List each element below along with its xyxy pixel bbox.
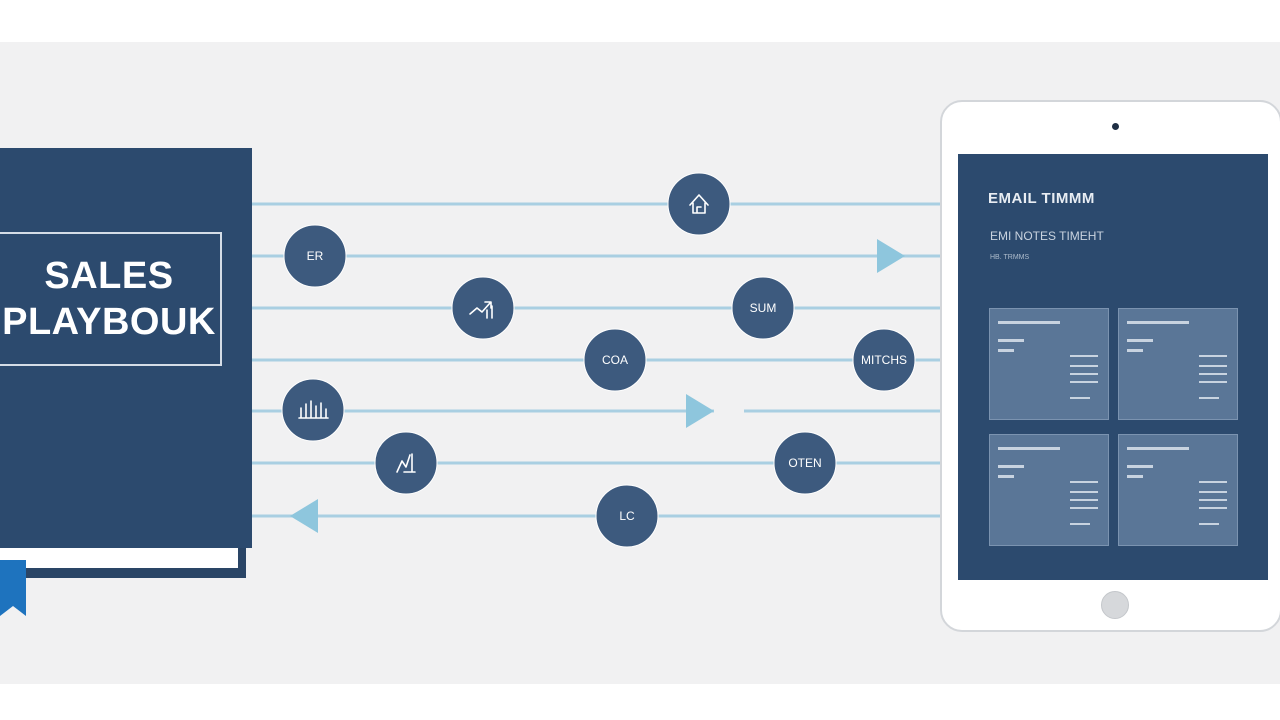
arrow-right-icon [686,394,714,428]
node-label: COA [602,353,628,367]
node-circle [667,172,731,236]
book-title-frame: SALES PLAYBOUK [0,232,222,366]
flow-node: OTEN [773,431,837,495]
flow-node: ER [283,224,347,288]
tablet-home-button[interactable] [1101,591,1129,619]
screen-small-text: HB. TRMMS [990,254,1030,261]
node-circle [773,431,837,495]
node-label: MITCHS [861,353,907,367]
growth-chart-icon [469,301,493,319]
bookmark-icon [0,560,26,616]
node-circle [281,378,345,442]
flow-node: SUM [731,276,795,340]
book-title-line2: PLAYBOUK [2,301,216,343]
flow-node [667,172,731,236]
trend-icon [396,453,416,473]
dashboard-card [989,434,1109,546]
node-circle [374,431,438,495]
book-title-line1: SALES [44,255,174,297]
arrow-left-icon [290,499,318,533]
flow-node [451,276,515,340]
tablet-camera [1112,123,1119,130]
screen-subtitle: EMI NOTES TIMEHT [990,229,1104,243]
flow-nodes: ER SUM COA MITCHS OTEN LC [281,172,916,548]
flow-node: LC [595,484,659,548]
arrow-right-icon [877,239,905,273]
dashboard-card [1118,308,1238,420]
node-circle [583,328,647,392]
dashboard-card [989,308,1109,420]
flow-node: COA [583,328,647,392]
node-label: ER [307,249,324,263]
flow-node [374,431,438,495]
home-icon [689,194,709,214]
node-label: SUM [750,301,777,315]
flow-node [281,378,345,442]
node-circle [595,484,659,548]
team-icon [298,400,329,419]
flow-node: MITCHS [852,328,916,392]
book-pages [0,546,238,568]
line-gap [714,408,744,414]
node-circle [451,276,515,340]
dashboard-card [1118,434,1238,546]
screen-title: EMAIL TIMMM [988,190,1095,207]
node-label: OTEN [788,456,821,470]
node-circle [283,224,347,288]
node-label: LC [619,509,635,523]
node-circle [852,328,916,392]
node-circle [731,276,795,340]
connector-arrows [290,239,905,533]
sales-playbook-book [0,148,252,548]
